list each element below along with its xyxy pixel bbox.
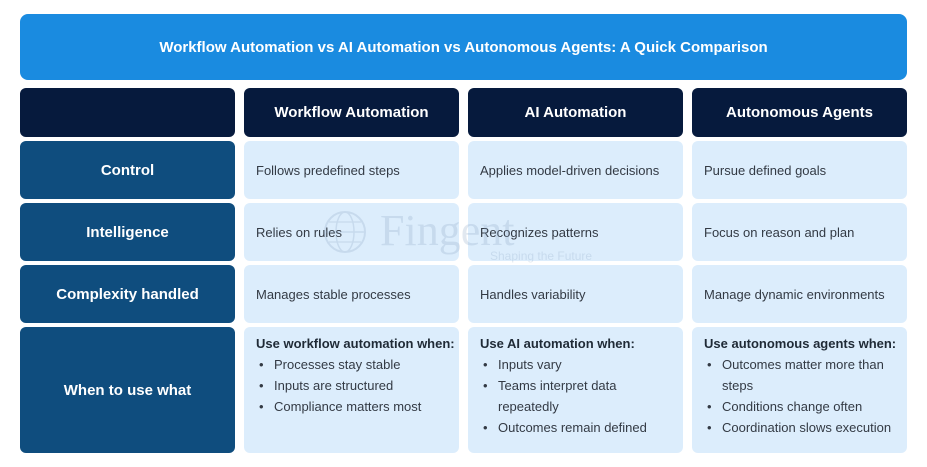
list-item: Compliance matters most xyxy=(259,396,431,417)
header-corner xyxy=(20,88,235,137)
cell-complexity-ai: Handles variability xyxy=(468,265,683,323)
row-label-when-to-use: When to use what xyxy=(20,327,235,453)
comparison-table: Workflow Automation AI Automation Autono… xyxy=(20,88,907,453)
comparison-title: Workflow Automation vs AI Automation vs … xyxy=(20,14,907,80)
row-label-control: Control xyxy=(20,141,235,199)
header-ai-automation: AI Automation xyxy=(468,88,683,137)
use-workflow-title: Use workflow automation when: xyxy=(256,336,455,351)
row-label-intelligence: Intelligence xyxy=(20,203,235,261)
use-ai-title: Use AI automation when: xyxy=(480,336,635,351)
cell-complexity-agents: Manage dynamic environments xyxy=(692,265,907,323)
cell-use-agents: Use autonomous agents when: Outcomes mat… xyxy=(692,327,907,453)
header-workflow-automation: Workflow Automation xyxy=(244,88,459,137)
header-autonomous-agents: Autonomous Agents xyxy=(692,88,907,137)
cell-control-workflow: Follows predefined steps xyxy=(244,141,459,199)
list-item: Outcomes matter more than steps xyxy=(707,354,907,396)
cell-intelligence-ai: Recognizes patterns xyxy=(468,203,683,261)
cell-use-workflow: Use workflow automation when: Processes … xyxy=(244,327,459,453)
cell-control-agents: Pursue defined goals xyxy=(692,141,907,199)
list-item: Inputs are structured xyxy=(259,375,431,396)
list-item: Inputs vary xyxy=(483,354,683,375)
row-label-complexity: Complexity handled xyxy=(20,265,235,323)
use-workflow-list: Processes stay stable Inputs are structu… xyxy=(256,354,431,417)
use-agents-list: Outcomes matter more than steps Conditio… xyxy=(704,354,907,438)
cell-intelligence-agents: Focus on reason and plan xyxy=(692,203,907,261)
list-item: Processes stay stable xyxy=(259,354,431,375)
use-ai-list: Inputs vary Teams interpret data repeate… xyxy=(480,354,683,438)
use-agents-title: Use autonomous agents when: xyxy=(704,336,897,351)
cell-use-ai: Use AI automation when: Inputs vary Team… xyxy=(468,327,683,453)
list-item: Outcomes remain defined xyxy=(483,417,683,438)
list-item: Teams interpret data repeatedly xyxy=(483,375,683,417)
list-item: Coordination slows execution xyxy=(707,417,907,438)
list-item: Conditions change often xyxy=(707,396,907,417)
cell-control-ai: Applies model-driven decisions xyxy=(468,141,683,199)
cell-complexity-workflow: Manages stable processes xyxy=(244,265,459,323)
cell-intelligence-workflow: Relies on rules xyxy=(244,203,459,261)
